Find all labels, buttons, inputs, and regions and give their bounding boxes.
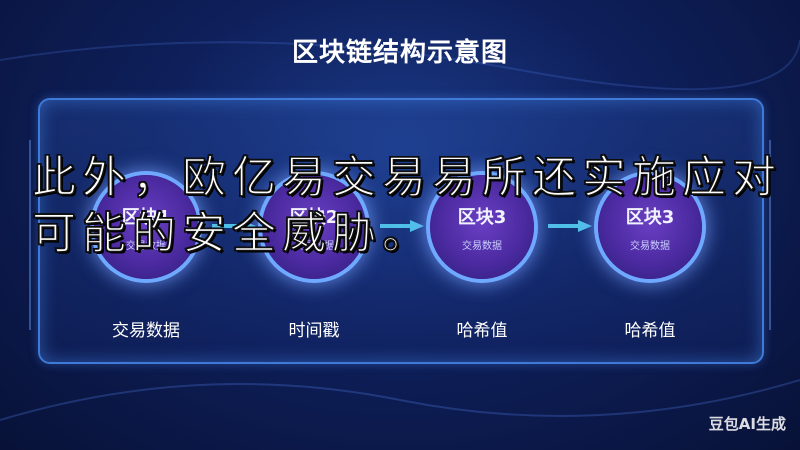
block-node-1: 区块1 交易数据 xyxy=(94,175,198,279)
overlay-text: 此外，欧亿易交易易所还实施应对可能的安全威胁。 xyxy=(31,151,782,260)
arrow-2-3 xyxy=(380,220,424,232)
block-caption-3: 哈希值 xyxy=(456,321,508,341)
block-caption-1: 交易数据 xyxy=(112,321,180,341)
block-name: 区块2 xyxy=(289,206,339,228)
block-sub: 交易数据 xyxy=(630,240,670,252)
block-node-3: 区块3 交易数据 xyxy=(430,175,534,279)
block-name: 区块3 xyxy=(625,206,675,228)
block-sub: 交易数据 xyxy=(126,240,166,252)
arrow-3-4 xyxy=(548,220,592,232)
diagram-title: 区块链结构示意图 xyxy=(291,38,508,68)
block-node-4: 区块3 交易数据 xyxy=(598,175,702,279)
watermark: 豆包AI生成 xyxy=(708,415,786,433)
block-name: 区块3 xyxy=(457,206,507,228)
block-sub: 交易数据 xyxy=(294,240,334,252)
block-caption-2: 时间戳 xyxy=(288,321,340,341)
block-caption-4: 哈希值 xyxy=(624,321,676,341)
arrow-1-2 xyxy=(212,220,256,232)
block-node-2: 区块2 交易数据 xyxy=(262,175,366,279)
block-name: 区块1 xyxy=(121,206,171,228)
block-sub: 交易数据 xyxy=(462,240,502,252)
